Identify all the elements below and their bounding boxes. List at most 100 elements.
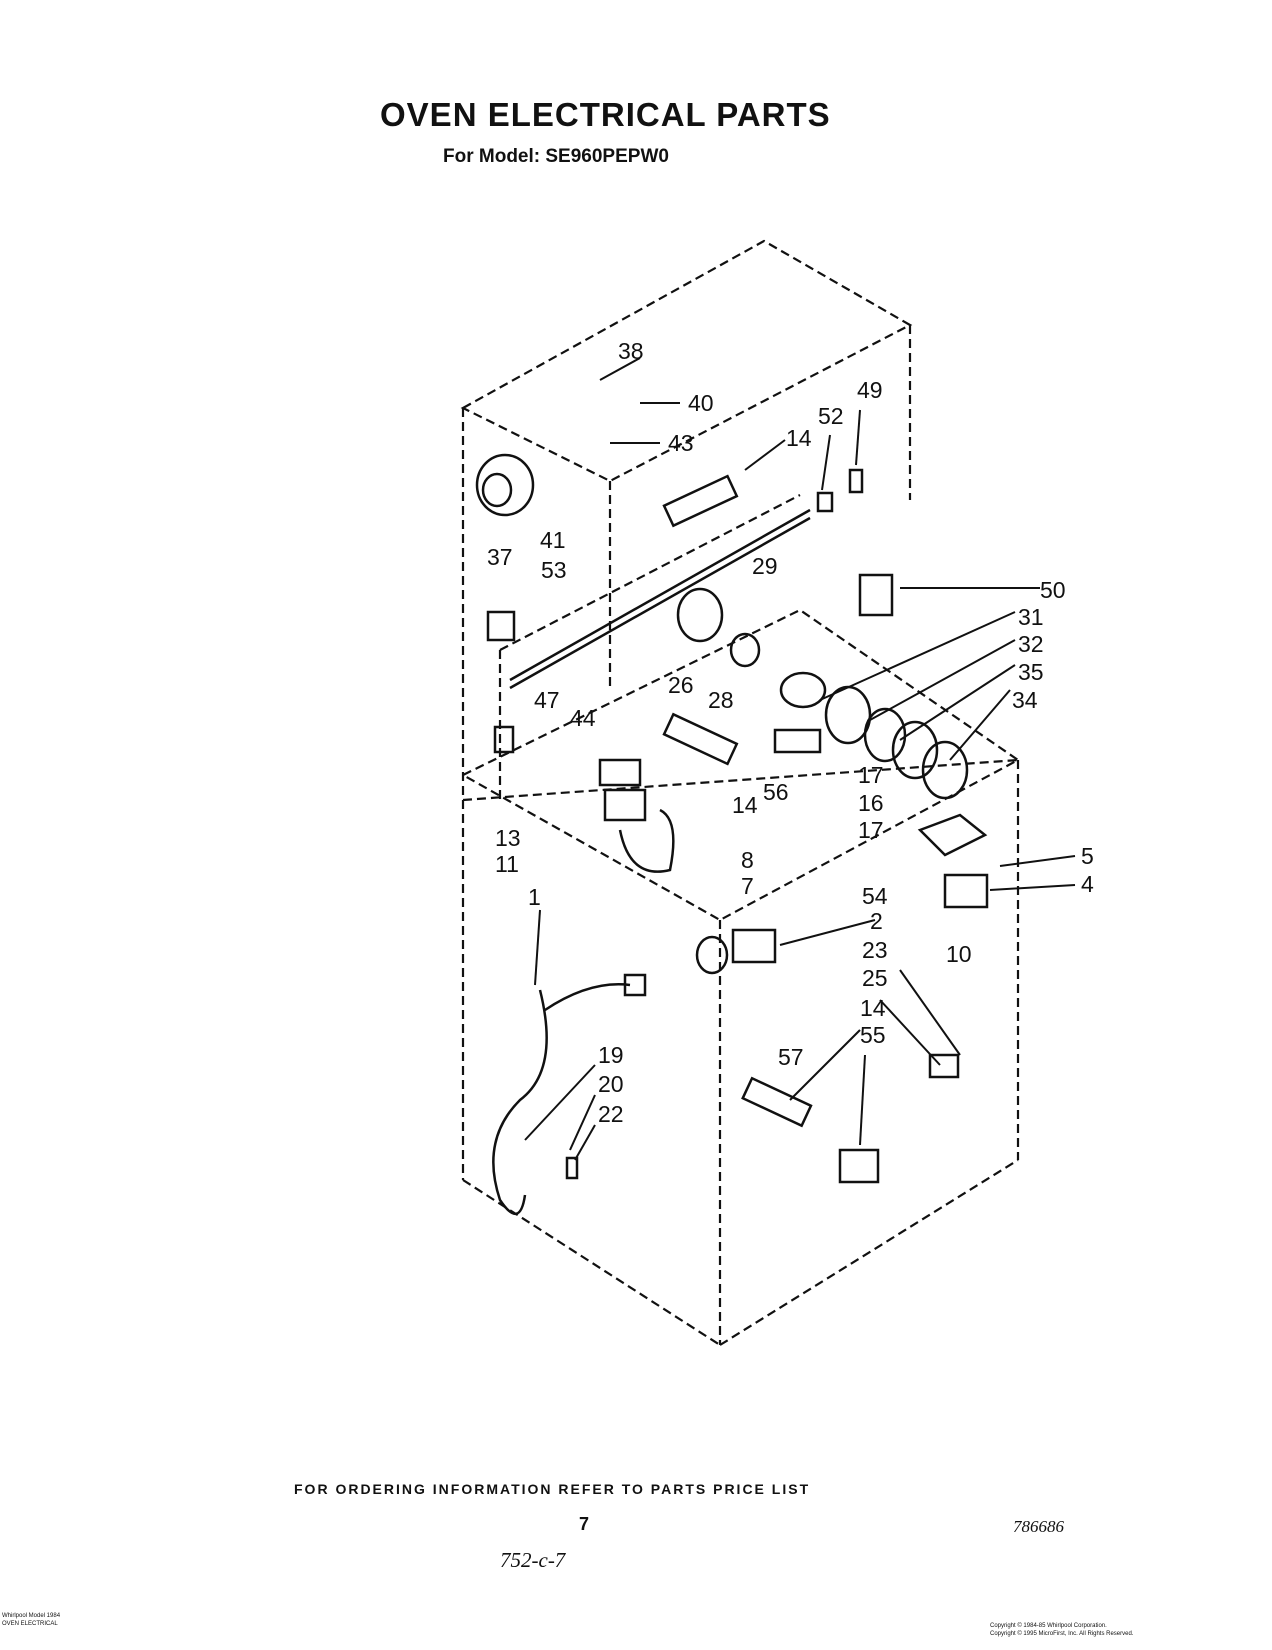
leader-line xyxy=(819,611,1016,701)
leader-line xyxy=(779,919,876,946)
callout-53: 53 xyxy=(541,557,567,583)
socket-part-41-inner xyxy=(481,472,513,508)
leader-line xyxy=(534,909,541,986)
callout-17: 17 xyxy=(858,817,884,843)
switch-2 xyxy=(731,928,777,964)
leader-line xyxy=(899,664,1016,741)
ring-35 xyxy=(891,720,939,780)
lower-cabinet-edge xyxy=(719,1159,1019,1346)
leader-line xyxy=(569,1094,596,1151)
footer-left-line: Whirlpool Model 1984 xyxy=(2,1613,61,1619)
sensor-14-mid xyxy=(662,712,739,766)
callout-10: 10 xyxy=(946,941,972,967)
footer-left-note: Whirlpool Model 1984 OVEN ELECTRICAL xyxy=(2,1612,60,1628)
leader-line xyxy=(999,855,1076,867)
middle-cabinet-edge xyxy=(499,494,801,651)
callout-31: 31 xyxy=(1018,604,1044,630)
connector-52 xyxy=(816,491,834,513)
callout-13: 13 xyxy=(495,825,521,851)
callout-55: 55 xyxy=(860,1022,886,1048)
callout-8: 8 xyxy=(741,847,754,873)
transformer-11 xyxy=(603,788,647,822)
bulb-28 xyxy=(779,671,827,709)
plug-1 xyxy=(623,973,647,997)
callout-54: 54 xyxy=(862,883,888,909)
leader-line xyxy=(899,969,961,1056)
callout-20: 20 xyxy=(598,1071,624,1097)
lower-cabinet-edge xyxy=(462,1179,721,1346)
callout-5: 5 xyxy=(1081,843,1094,869)
callout-4: 4 xyxy=(1081,871,1094,897)
callout-25: 25 xyxy=(862,965,888,991)
heating-rod-53 xyxy=(509,508,811,682)
copyright-line: Copyright © 1984-85 Whirlpool Corporatio… xyxy=(990,1623,1107,1629)
socket-part-41 xyxy=(475,453,535,517)
callout-14: 14 xyxy=(860,995,886,1021)
leader-line xyxy=(989,884,1076,891)
leader-line xyxy=(789,1029,861,1101)
cord-1 xyxy=(492,989,548,1215)
callout-19: 19 xyxy=(598,1042,624,1068)
callout-16: 16 xyxy=(858,790,884,816)
callout-23: 23 xyxy=(862,937,888,963)
leader-line xyxy=(879,999,941,1066)
switch-4 xyxy=(943,873,989,909)
callout-7: 7 xyxy=(741,873,754,899)
callout-1: 1 xyxy=(528,884,541,910)
callout-28: 28 xyxy=(708,687,734,713)
page-number: 7 xyxy=(579,1514,590,1534)
wire-7 xyxy=(618,808,675,873)
leader-line xyxy=(869,639,1016,721)
sensor-14-top xyxy=(662,474,739,528)
callout-26: 26 xyxy=(668,672,694,698)
callout-50: 50 xyxy=(1040,577,1066,603)
copyright-line: Copyright © 1995 MicroFirst, Inc. All Ri… xyxy=(990,1631,1134,1637)
receptacle-26 xyxy=(729,632,761,668)
callout-37: 37 xyxy=(487,544,513,570)
leader-line xyxy=(744,439,786,471)
gasket-32 xyxy=(863,707,907,763)
sensor-14-low xyxy=(741,1076,813,1128)
part-2-socket xyxy=(695,935,729,975)
leader-line xyxy=(949,689,1011,761)
part-55 xyxy=(838,1148,880,1184)
part-47 xyxy=(493,725,515,754)
document-number: 786686 xyxy=(1013,1517,1064,1536)
bracket-13 xyxy=(598,758,642,787)
callout-14: 14 xyxy=(732,792,758,818)
callout-56: 56 xyxy=(763,779,789,805)
callout-35: 35 xyxy=(1018,659,1044,685)
part-37 xyxy=(486,610,516,642)
callout-34: 34 xyxy=(1012,687,1038,713)
ring-34 xyxy=(921,740,969,800)
leader-line xyxy=(574,1124,596,1161)
leader-line xyxy=(855,409,861,466)
callout-40: 40 xyxy=(688,390,714,416)
leader-line xyxy=(599,357,641,381)
heating-rod-53 xyxy=(509,516,811,690)
callout-32: 32 xyxy=(1018,631,1044,657)
plate-54 xyxy=(917,813,988,857)
part-25 xyxy=(928,1053,960,1079)
cord-1-branch xyxy=(544,983,631,1012)
callout-17: 17 xyxy=(858,762,884,788)
model-subtitle: For Model: SE960PEPW0 xyxy=(443,146,669,167)
callout-57: 57 xyxy=(778,1044,804,1070)
callout-49: 49 xyxy=(857,377,883,403)
callout-22: 22 xyxy=(598,1101,624,1127)
part-56 xyxy=(773,728,822,754)
callout-44: 44 xyxy=(570,705,596,731)
callout-11: 11 xyxy=(495,851,519,877)
part-49 xyxy=(848,468,864,494)
callout-2: 2 xyxy=(870,908,883,934)
relay-50 xyxy=(858,573,894,617)
callout-29: 29 xyxy=(752,553,778,579)
part-22 xyxy=(565,1156,579,1180)
copyright-note: Copyright © 1984-85 Whirlpool Corporatio… xyxy=(990,1622,1133,1638)
leader-line xyxy=(821,434,831,491)
callout-52: 52 xyxy=(818,403,844,429)
page-title: OVEN ELECTRICAL PARTS xyxy=(380,96,831,133)
callout-47: 47 xyxy=(534,687,560,713)
callout-43: 43 xyxy=(668,430,694,456)
